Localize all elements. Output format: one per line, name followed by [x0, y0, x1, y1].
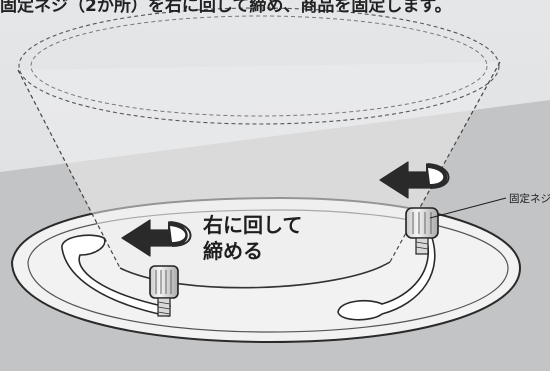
lamp-shade-bottom [119, 261, 391, 289]
thumb-screw-right [405, 207, 439, 255]
fixing-screw-label: 固定ネジ [509, 193, 550, 205]
lamp-shade-top-inner [30, 15, 488, 117]
thumb-screw-left [149, 265, 179, 317]
instruction-line-2: 締める [203, 239, 263, 263]
instruction-line-1: 右に回して [203, 213, 303, 237]
rotate-arrow-right-icon [379, 161, 450, 199]
callout-leader-line [429, 197, 507, 219]
lamp-shade-top [18, 7, 500, 125]
instruction-text: 右に回して 締める [203, 212, 302, 264]
rotate-arrow-left-icon [121, 219, 192, 257]
top-caption: 固定ネジ（2か所）を右に回して締め、商品を固定します。 [0, 0, 452, 16]
